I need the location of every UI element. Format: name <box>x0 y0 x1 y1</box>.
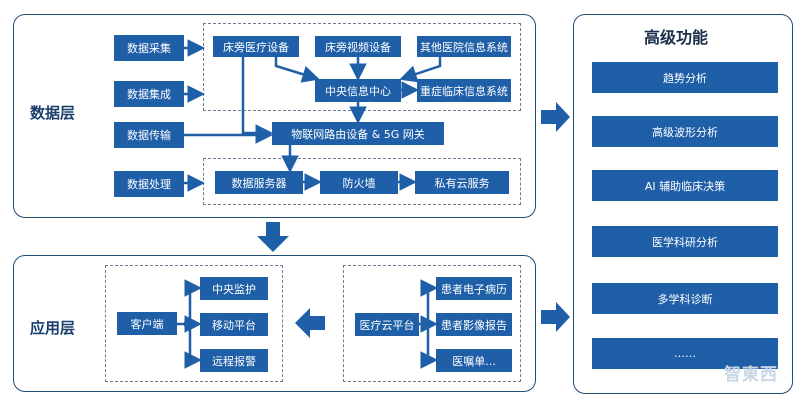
icu-clinical-system: 重症临床信息系统 <box>417 79 511 102</box>
stage-process: 数据处理 <box>114 171 184 197</box>
stage-transfer: 数据传输 <box>114 122 184 148</box>
arrow-cloud-to-orders <box>420 323 438 369</box>
iot-gateway: 物联网路由设备 & 5G 网关 <box>272 122 444 145</box>
cloud-platform-box: 医疗云平台 <box>355 313 419 336</box>
data-server: 数据服务器 <box>215 171 303 194</box>
watermark-logo: 智東西 <box>724 365 778 385</box>
block-arrow-data-to-advanced <box>541 102 570 132</box>
func-trend-analysis: 趋势分析 <box>592 62 778 93</box>
func-research-analysis: 医学科研分析 <box>592 226 778 257</box>
block-arrow-app-to-advanced <box>541 302 570 332</box>
central-info-center: 中央信息中心 <box>315 79 401 102</box>
cloud-dashed-group <box>343 265 521 382</box>
block-arrow-data-to-app <box>257 222 289 252</box>
arrow-client-to-alarm <box>184 323 202 369</box>
stage-collect: 数据采集 <box>114 35 184 61</box>
source-other-his: 其他医院信息系统 <box>417 36 511 57</box>
client-central-monitor: 中央监护 <box>200 277 268 300</box>
app-layer-title: 应用层 <box>30 319 76 337</box>
stage-integrate: 数据集成 <box>114 81 184 107</box>
func-more: …… <box>592 338 778 369</box>
client-box: 客户端 <box>117 312 177 335</box>
arrow-cloud-to-emr <box>420 279 438 325</box>
client-remote-alarm: 远程报警 <box>200 349 268 372</box>
func-waveform-analysis: 高级波形分析 <box>592 116 778 147</box>
func-ai-decision: AI 辅助临床决策 <box>592 170 778 201</box>
arrow-his-to-center <box>399 57 442 83</box>
block-arrow-cloud-to-client <box>295 308 325 338</box>
firewall: 防火墙 <box>320 171 398 194</box>
cloud-emr: 患者电子病历 <box>436 277 512 300</box>
client-dashed-group <box>105 265 283 382</box>
cloud-imaging-report: 患者影像报告 <box>436 313 512 336</box>
arrow-client-to-monitor <box>184 279 202 325</box>
advanced-title: 高级功能 <box>644 28 709 47</box>
func-mdt-diagnosis: 多学科诊断 <box>592 283 778 314</box>
data-layer-title: 数据层 <box>30 104 76 122</box>
source-bedside-video: 床旁视频设备 <box>315 36 401 57</box>
source-bedside-medical: 床旁医疗设备 <box>213 36 299 57</box>
client-mobile-platform: 移动平台 <box>200 313 268 336</box>
cloud-orders: 医嘱单... <box>436 349 512 372</box>
arrow-medical-to-center <box>274 57 320 83</box>
private-cloud: 私有云服务 <box>415 171 509 194</box>
arrow-medical-to-gateway <box>241 57 273 142</box>
